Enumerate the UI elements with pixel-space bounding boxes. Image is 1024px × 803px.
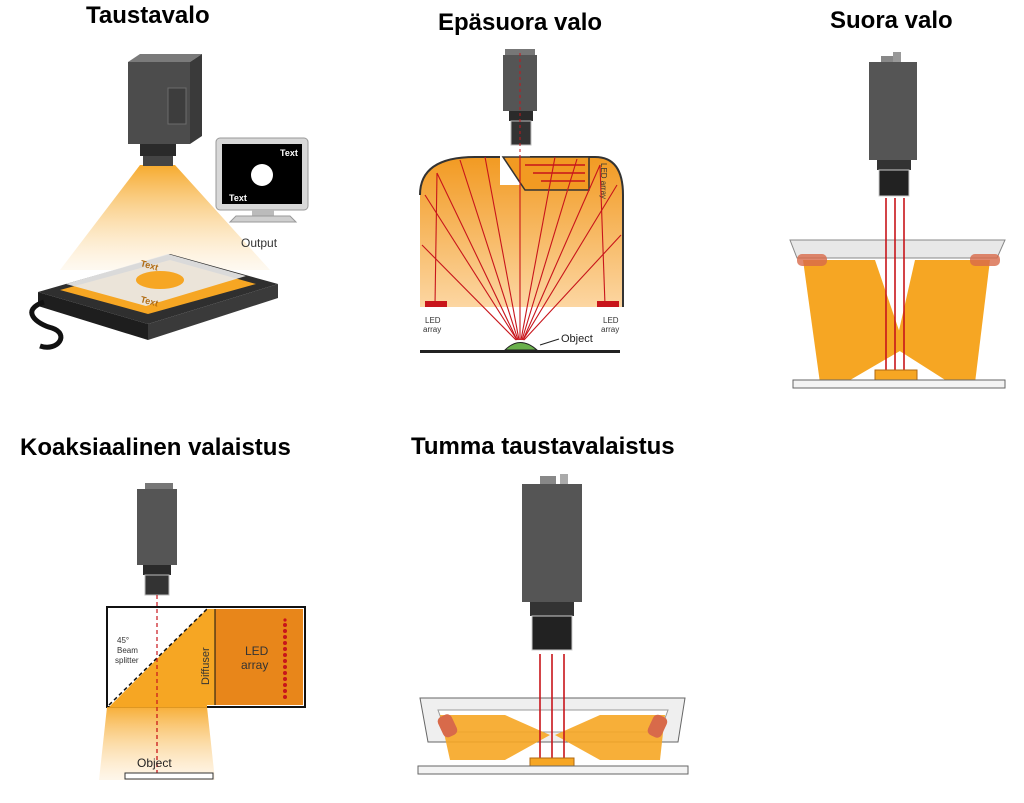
camera-icon: [522, 474, 582, 651]
svg-text:45°: 45°: [117, 636, 129, 645]
coaxial-diagram: 45° Beam splitter Diffuser LED array Obj…: [99, 483, 306, 780]
object-label: Object: [561, 333, 593, 345]
title-backlight: Taustavalo: [86, 2, 210, 29]
camera-icon: [128, 54, 202, 166]
title-indirect: Epäsuora valo: [438, 9, 603, 36]
title-darkfield: Tumma taustavalaistus: [411, 433, 675, 460]
direct-diagram: [789, 52, 1006, 389]
light-rays: [421, 155, 622, 341]
coax-object-label: Object: [137, 756, 172, 770]
led-array-box: LED array: [501, 156, 608, 199]
svg-text:Beam: Beam: [117, 646, 138, 655]
svg-text:array: array: [601, 325, 619, 334]
led-array-top-label: LED array: [599, 163, 608, 199]
camera-icon: [869, 52, 917, 197]
camera-icon: [137, 483, 177, 596]
indirect-diagram: LED array LED array LED array Object: [419, 49, 624, 353]
svg-text:Text: Text: [139, 294, 159, 308]
diffuser-label: Diffuser: [200, 647, 212, 685]
monitor-icon: Text Text: [215, 137, 309, 223]
backlight-plate: Text Text: [38, 254, 278, 340]
svg-text:array: array: [241, 658, 268, 672]
title-coaxial: Koaksiaalinen valaistus: [20, 434, 291, 461]
svg-text:LED: LED: [603, 316, 619, 325]
cable: [29, 299, 64, 350]
title-direct: Suora valo: [830, 7, 953, 34]
darkfield-diagram: [417, 474, 689, 775]
output-label: Output: [241, 236, 278, 250]
svg-text:splitter: splitter: [115, 656, 139, 665]
backlight-diagram: Text Text Output Text Text: [29, 54, 309, 350]
svg-text:LED: LED: [245, 644, 269, 658]
monitor-text-top: Text: [280, 148, 298, 158]
svg-text:array: array: [423, 325, 441, 334]
light-cone: [60, 165, 270, 270]
monitor-text-bottom: Text: [229, 193, 247, 203]
svg-text:LED: LED: [425, 316, 441, 325]
svg-text:Text: Text: [139, 258, 159, 272]
object: [503, 342, 539, 351]
